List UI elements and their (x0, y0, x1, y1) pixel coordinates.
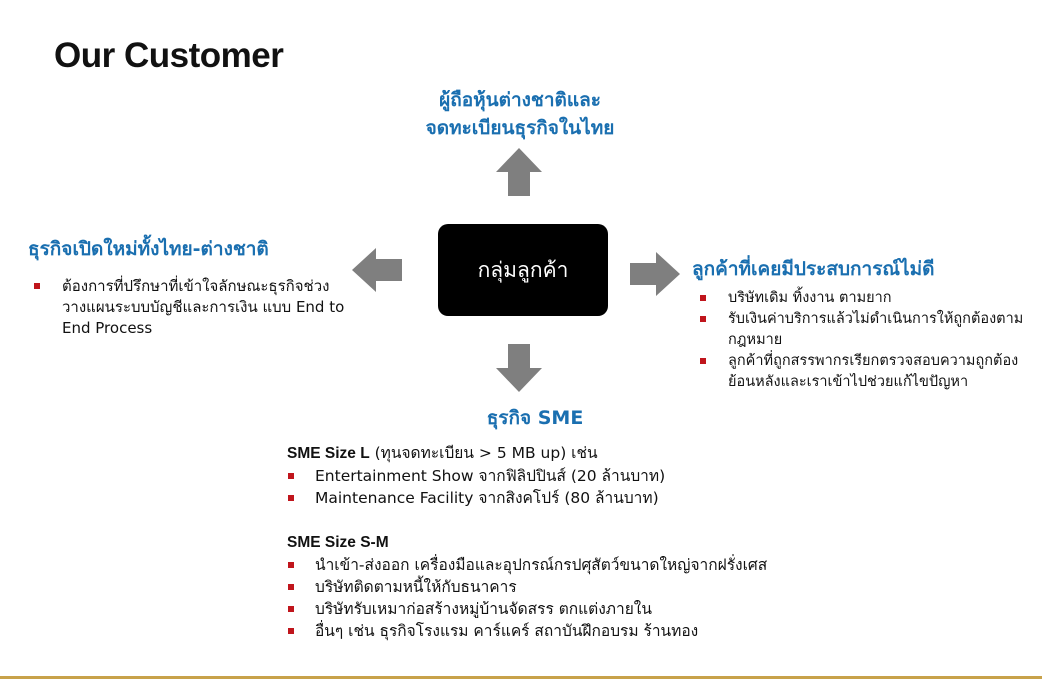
list-item: บริษัทรับเหมาก่อสร้างหมู่บ้านจัดสรร ตกแต… (287, 598, 887, 620)
customer-group-label: กลุ่มลูกค้า (477, 257, 569, 282)
top-heading-line2: จดทะเบียนธุรกิจในไทย (425, 117, 615, 139)
sme-size-l-heading: SME Size L (ทุนจดทะเบียน > 5 MB up) เช่น (287, 442, 887, 465)
left-list: ต้องการที่ปรึกษาที่เข้าใจลักษณะธุรกิจช่ว… (32, 276, 362, 339)
list-item: ลูกค้าที่ถูกสรรพากรเรียกตรวจสอบความถูกต้… (698, 351, 1038, 393)
list-item: นำเข้า-ส่งออก เครื่องมือและอุปกรณ์กรปศุส… (287, 554, 887, 576)
arrow-up-icon (496, 148, 542, 196)
sme-size-l-note: (ทุนจดทะเบียน > 5 MB up) เช่น (369, 444, 598, 462)
sme-size-sm-heading: SME Size S-M (287, 531, 887, 554)
footer-divider (0, 676, 1042, 679)
top-heading: ผู้ถือหุ้นต่างชาติและ จดทะเบียนธุรกิจในไ… (360, 86, 680, 142)
list-item: ต้องการที่ปรึกษาที่เข้าใจลักษณะธุรกิจช่ว… (32, 276, 362, 339)
list-item: บริษัทเดิม ทิ้งงาน ตามยาก (698, 288, 1038, 309)
list-item: รับเงินค่าบริการแล้วไม่ดำเนินการให้ถูกต้… (698, 309, 1038, 351)
customer-group-box: กลุ่มลูกค้า (438, 224, 608, 316)
sme-size-sm-label: SME Size S-M (287, 534, 389, 551)
bottom-heading: ธุรกิจ SME (486, 407, 584, 429)
sme-size-l-label: SME Size L (287, 445, 370, 462)
page-title: Our Customer (54, 36, 284, 75)
arrow-right-icon (630, 252, 680, 296)
arrow-left-icon (352, 248, 402, 292)
list-item: บริษัทติดตามหนี้ให้กับธนาคาร (287, 576, 887, 598)
top-heading-line1: ผู้ถือหุ้นต่างชาติและ (439, 89, 601, 111)
right-heading: ลูกค้าที่เคยมีประสบการณ์ไม่ดี (692, 258, 935, 280)
arrow-down-icon (496, 344, 542, 392)
sme-block: SME Size L (ทุนจดทะเบียน > 5 MB up) เช่น… (287, 442, 887, 642)
list-item: Entertainment Show จากฟิลิปปินส์ (20 ล้า… (287, 465, 887, 487)
left-heading: ธุรกิจเปิดใหม่ทั้งไทย-ต่างชาติ (28, 238, 269, 260)
right-list: บริษัทเดิม ทิ้งงาน ตามยาก รับเงินค่าบริก… (698, 288, 1038, 393)
list-item: อื่นๆ เช่น ธุรกิจโรงแรม คาร์แคร์ สถาบันฝ… (287, 620, 887, 642)
list-item: Maintenance Facility จากสิงคโปร์ (80 ล้า… (287, 487, 887, 509)
